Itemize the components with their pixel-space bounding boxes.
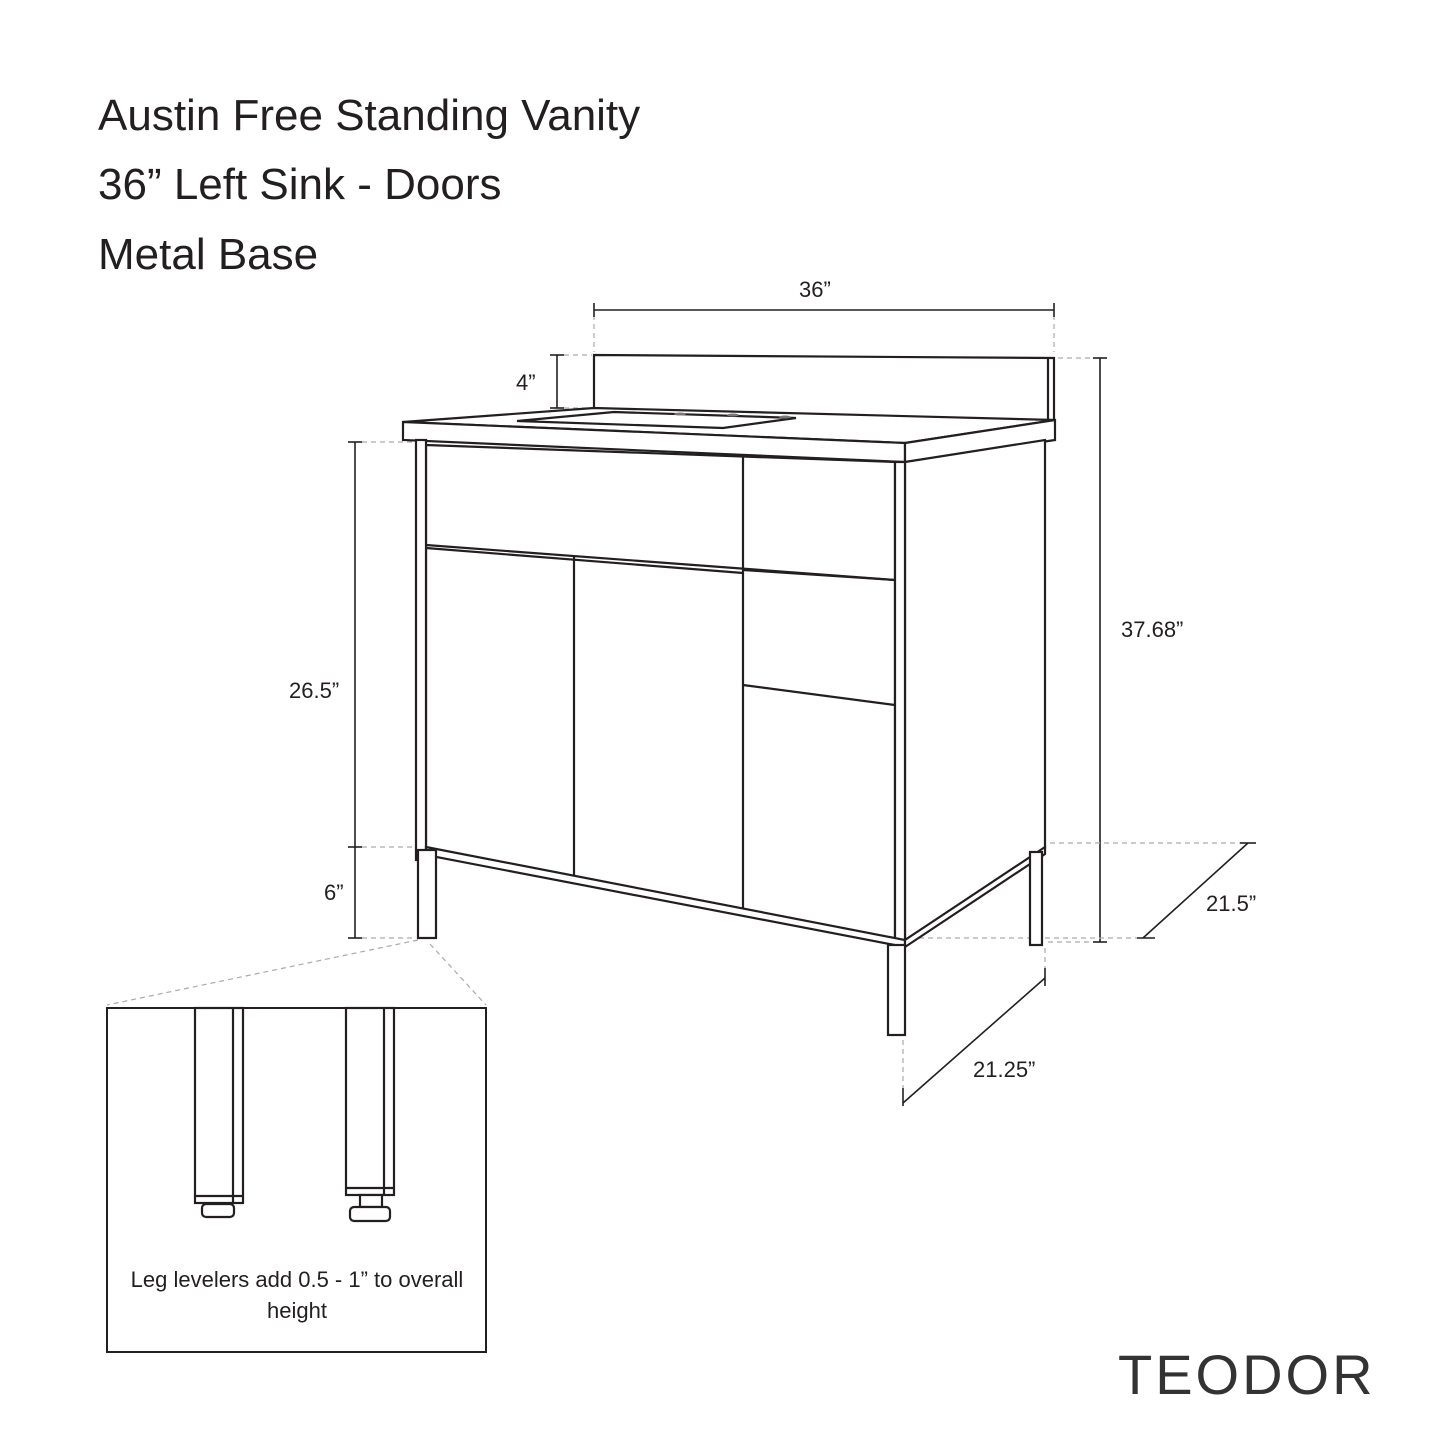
- title-line-3: Metal Base: [98, 230, 319, 279]
- dim-top-depth: 21.5”: [1206, 891, 1257, 916]
- title-line-2: 36” Left Sink - Doors: [98, 160, 502, 209]
- dim-base-depth: 21.25”: [973, 1057, 1036, 1082]
- leg-front-left: [416, 848, 438, 940]
- title-line-1: Austin Free Standing Vanity: [98, 91, 641, 140]
- leg-front-right: [886, 943, 907, 1037]
- leg-back-right: [1028, 850, 1044, 947]
- brand-logo: TEODOR: [1118, 1343, 1376, 1406]
- sink: [516, 410, 797, 430]
- dim-backsplash: 4”: [516, 370, 536, 395]
- vanity: [401, 353, 1057, 1037]
- leg-leveler-inset: [106, 1006, 487, 1353]
- dim-cabinet-height: 26.5”: [289, 678, 340, 703]
- countertop-side: [903, 418, 1057, 464]
- leg-leveler-note: Leg levelers add 0.5 - 1” to overall hei…: [130, 1267, 464, 1323]
- dim-width: 36”: [799, 277, 831, 302]
- dimension-lines: [106, 303, 1256, 1106]
- dim-leg-height: 6”: [324, 880, 344, 905]
- dim-overall-height: 37.68”: [1121, 617, 1184, 642]
